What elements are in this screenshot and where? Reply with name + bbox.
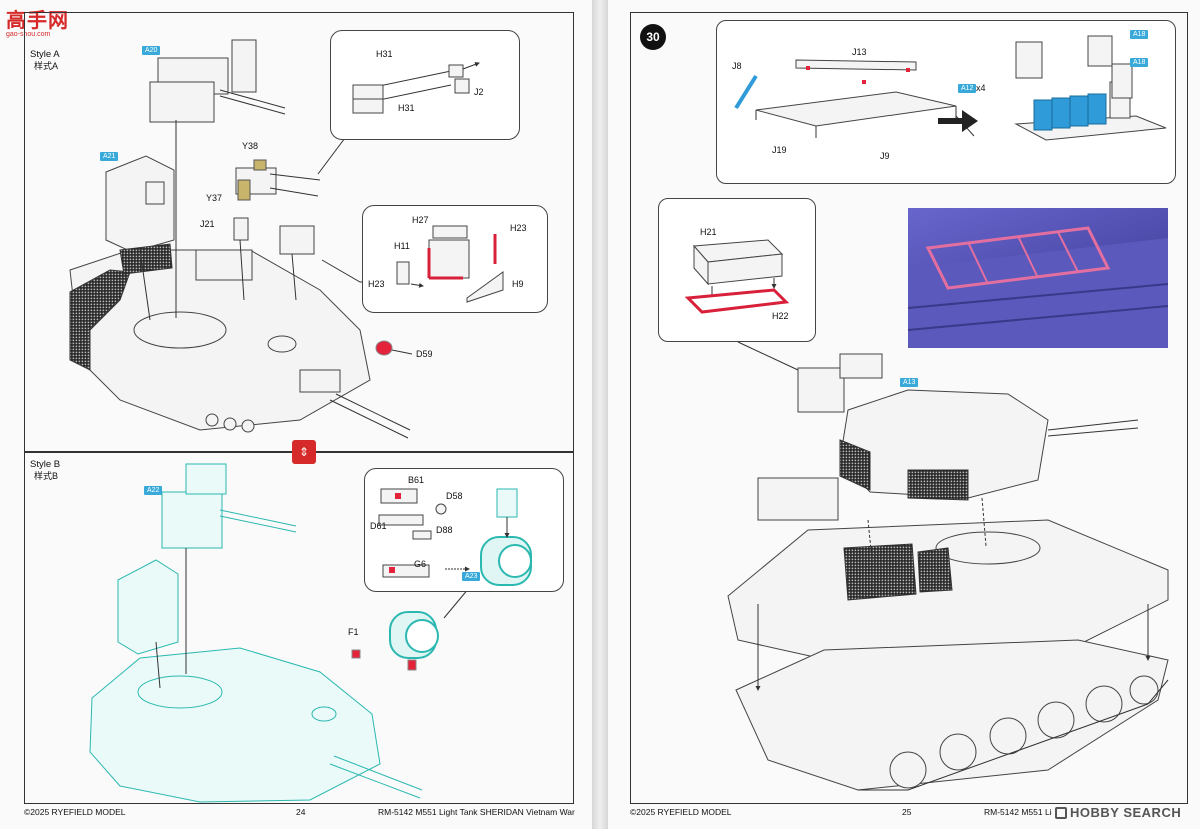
storage-bin-detail xyxy=(684,239,790,314)
label-h11: H11 xyxy=(394,241,410,251)
turret-assembly xyxy=(757,353,1139,521)
label-h27: H27 xyxy=(412,215,429,225)
tag-a23: A23 xyxy=(462,572,481,581)
a22-gun-mount xyxy=(161,463,297,549)
label-y38: Y38 xyxy=(242,141,259,151)
d59-part xyxy=(375,340,393,356)
label-h23-left: H23 xyxy=(368,279,385,289)
footer-page-number-left: 24 xyxy=(296,807,306,817)
cupola-parts-detail xyxy=(378,488,532,586)
label-j8: J8 xyxy=(732,61,742,71)
label-h22: H22 xyxy=(772,311,789,321)
tag-a22: A22 xyxy=(144,486,163,495)
hobby-search-logo: HOBBY SEARCH xyxy=(1052,804,1185,821)
reference-photo xyxy=(908,208,1168,348)
tank-hull-assembly xyxy=(727,341,1169,791)
f1-part xyxy=(351,649,361,659)
footer-title-right: RM-5142 M551 Light Tank SHERIDAN Vietnam… xyxy=(984,807,1084,817)
label-j2: J2 xyxy=(474,87,484,97)
footer-copyright-right: ©2025 RYEFIELD MODEL xyxy=(630,807,732,817)
style-switch-icon: ⇕ xyxy=(292,440,316,464)
tag-a18-top: A18 xyxy=(1130,30,1149,39)
label-h31-top: H31 xyxy=(376,49,393,59)
tag-a21: A21 xyxy=(100,152,119,161)
label-y37: Y37 xyxy=(206,193,223,203)
h31-guns-detail xyxy=(352,62,480,114)
callout-h31-j2 xyxy=(330,30,520,140)
label-j21: J21 xyxy=(200,219,215,229)
hull-lower-tracks xyxy=(735,604,1169,791)
label-h31-bottom: H31 xyxy=(398,103,415,113)
style-b-turret-body xyxy=(89,647,423,803)
label-j13: J13 xyxy=(852,47,867,57)
label-x4: x4 xyxy=(976,83,986,93)
site-watermark: 高手网 gao-shou.com xyxy=(6,4,69,38)
ammo-can-single xyxy=(1015,41,1043,79)
callout-etch-parts xyxy=(362,205,548,313)
footer-copyright-left: ©2025 RYEFIELD MODEL xyxy=(24,807,126,817)
label-j9: J9 xyxy=(880,151,890,161)
stowage-rack-detail xyxy=(734,35,1167,141)
watermark-subtext: gao-shou.com xyxy=(6,31,51,38)
style-a-label: Style A xyxy=(30,49,60,60)
label-f1: F1 xyxy=(348,627,359,637)
style-b-label: Style B xyxy=(30,459,61,470)
footer-title-left: RM-5142 M551 Light Tank SHERIDAN Vietnam… xyxy=(378,807,575,817)
label-h23-right: H23 xyxy=(510,223,527,233)
style-b-label-cn: 样式B xyxy=(34,471,59,481)
label-d88: D88 xyxy=(436,525,453,535)
ammo-cans-assembled xyxy=(1014,81,1167,141)
machine-gun-pair xyxy=(233,159,321,255)
page-gutter xyxy=(592,0,608,829)
label-g6: G6 xyxy=(414,559,427,569)
label-d59: D59 xyxy=(416,349,433,359)
watermark-text: 高手网 xyxy=(6,10,69,32)
step-number-badge: 30 xyxy=(640,24,666,50)
etch-parts-detail xyxy=(396,225,504,303)
style-b-shield xyxy=(117,559,179,655)
a21-shield xyxy=(105,155,175,253)
tag-a13: A13 xyxy=(900,378,919,387)
arrow-right-icon xyxy=(938,110,978,132)
a20-gun-mount xyxy=(149,39,286,123)
style-a-label-cn: 样式A xyxy=(34,61,59,71)
tag-a20: A20 xyxy=(142,46,161,55)
turret-body xyxy=(69,243,411,439)
rack-frame-open xyxy=(734,59,975,138)
label-j19: J19 xyxy=(772,145,787,155)
a23-cupola-ring xyxy=(389,611,439,659)
step-30-frame xyxy=(630,12,1188,804)
label-b61: B61 xyxy=(408,475,425,485)
reference-photo-drawing xyxy=(908,226,1168,348)
tag-a18-bottom: A18 xyxy=(1130,58,1149,67)
hull-upper xyxy=(727,497,1169,661)
logo-text: HOBBY SEARCH xyxy=(1070,805,1182,820)
tag-a12: A12 xyxy=(958,84,977,93)
style-a-turret-drawing xyxy=(69,39,413,439)
label-h21: H21 xyxy=(700,227,717,237)
footer-page-number-right: 25 xyxy=(902,807,912,817)
instruction-page-right: 30 xyxy=(608,0,1200,829)
a18-boxes xyxy=(1087,35,1133,99)
instruction-page-left: 高手网 gao-shou.com Style A 样式A Style B 样式B… xyxy=(0,0,592,829)
label-h9: H9 xyxy=(512,279,524,289)
callout-cupola-parts xyxy=(364,468,564,592)
style-b-turret-drawing xyxy=(89,463,475,803)
label-d58: D58 xyxy=(446,491,463,501)
label-d61: D61 xyxy=(370,521,387,531)
logo-mark-icon xyxy=(1055,806,1067,819)
